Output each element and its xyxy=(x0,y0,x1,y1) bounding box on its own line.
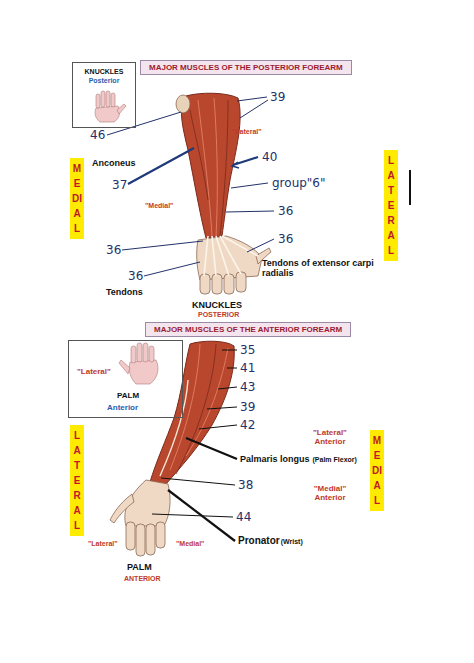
part-label: Tendons of extensor carpi radialis xyxy=(262,258,380,278)
callout-number: 41 xyxy=(240,361,255,375)
side-band: LATERAL xyxy=(70,425,84,536)
callout-number: 39 xyxy=(270,90,285,104)
leader-lines xyxy=(152,350,237,541)
note-label: (Palm Flexor) xyxy=(313,456,357,463)
part-label: KNUCKLES xyxy=(192,300,242,310)
inset-box: "Lateral" PALM Anterior xyxy=(68,340,183,418)
side-label: POSTERIOR xyxy=(198,311,239,318)
callout-number: group"6" xyxy=(272,176,326,190)
side-band: MEDIAL xyxy=(70,158,84,239)
box-text: Anterior xyxy=(107,403,138,412)
box-text: MAJOR MUSCLES OF THE POSTERIOR FOREARM xyxy=(149,63,343,72)
part-label: Palmaris longus xyxy=(240,454,310,464)
callout-number: 36 xyxy=(278,232,293,246)
part-label: Tendons xyxy=(106,287,143,297)
box-text: KNUCKLES xyxy=(73,68,135,75)
callout-number: 40 xyxy=(262,150,277,164)
band-text: MEDIAL xyxy=(372,433,382,508)
band-text: LATERAL xyxy=(72,428,82,533)
callout-number: 38 xyxy=(238,478,253,492)
side-label: "Lateral" xyxy=(88,540,118,547)
part-label: Pronator xyxy=(238,535,280,546)
side-label: "Medial" xyxy=(176,540,204,547)
part-label: Anconeus xyxy=(92,158,136,168)
header-band: MAJOR MUSCLES OF THE POSTERIOR FOREARM xyxy=(140,60,352,75)
posterior-forearm xyxy=(176,93,271,294)
callout-number: 39 xyxy=(240,400,255,414)
hand-icon xyxy=(95,91,126,122)
side-label: "Medial" Anterior xyxy=(300,484,360,502)
callout-number: 35 xyxy=(240,343,255,357)
callout-number: 43 xyxy=(240,380,255,394)
side-label: "Medial" xyxy=(145,202,173,209)
anterior-forearm xyxy=(110,341,234,556)
band-text: MEDIAL xyxy=(72,161,82,236)
leader-lines xyxy=(107,97,274,276)
callout-number: 36 xyxy=(106,243,121,257)
margin-mark xyxy=(409,170,411,205)
box-text: PALM xyxy=(117,391,139,400)
side-band: LATERAL xyxy=(384,150,398,261)
side-band: MEDIAL xyxy=(370,430,384,511)
box-text: Posterior xyxy=(73,77,135,84)
side-label: "Lateral" Anterior xyxy=(300,428,360,446)
box-text: "Lateral" xyxy=(77,367,111,376)
callout-number: 36 xyxy=(128,269,143,283)
header-band: MAJOR MUSCLES OF THE ANTERIOR FOREARM xyxy=(145,322,351,337)
band-text: LATERAL xyxy=(386,153,396,258)
callout-number: 42 xyxy=(240,418,255,432)
callout-number: 46 xyxy=(90,128,105,142)
callout-number: 37 xyxy=(112,178,127,192)
hand-icon xyxy=(119,343,158,384)
box-text: MAJOR MUSCLES OF THE ANTERIOR FOREARM xyxy=(154,325,342,334)
inset-box: KNUCKLES Posterior xyxy=(72,62,136,128)
side-label: "Lateral" xyxy=(232,128,262,135)
note-label: (Wrist) xyxy=(281,538,303,545)
part-label: PALM xyxy=(127,562,152,572)
callout-number: 36 xyxy=(278,204,293,218)
callout-number: 44 xyxy=(236,510,251,524)
side-label: ANTERIOR xyxy=(124,575,161,582)
